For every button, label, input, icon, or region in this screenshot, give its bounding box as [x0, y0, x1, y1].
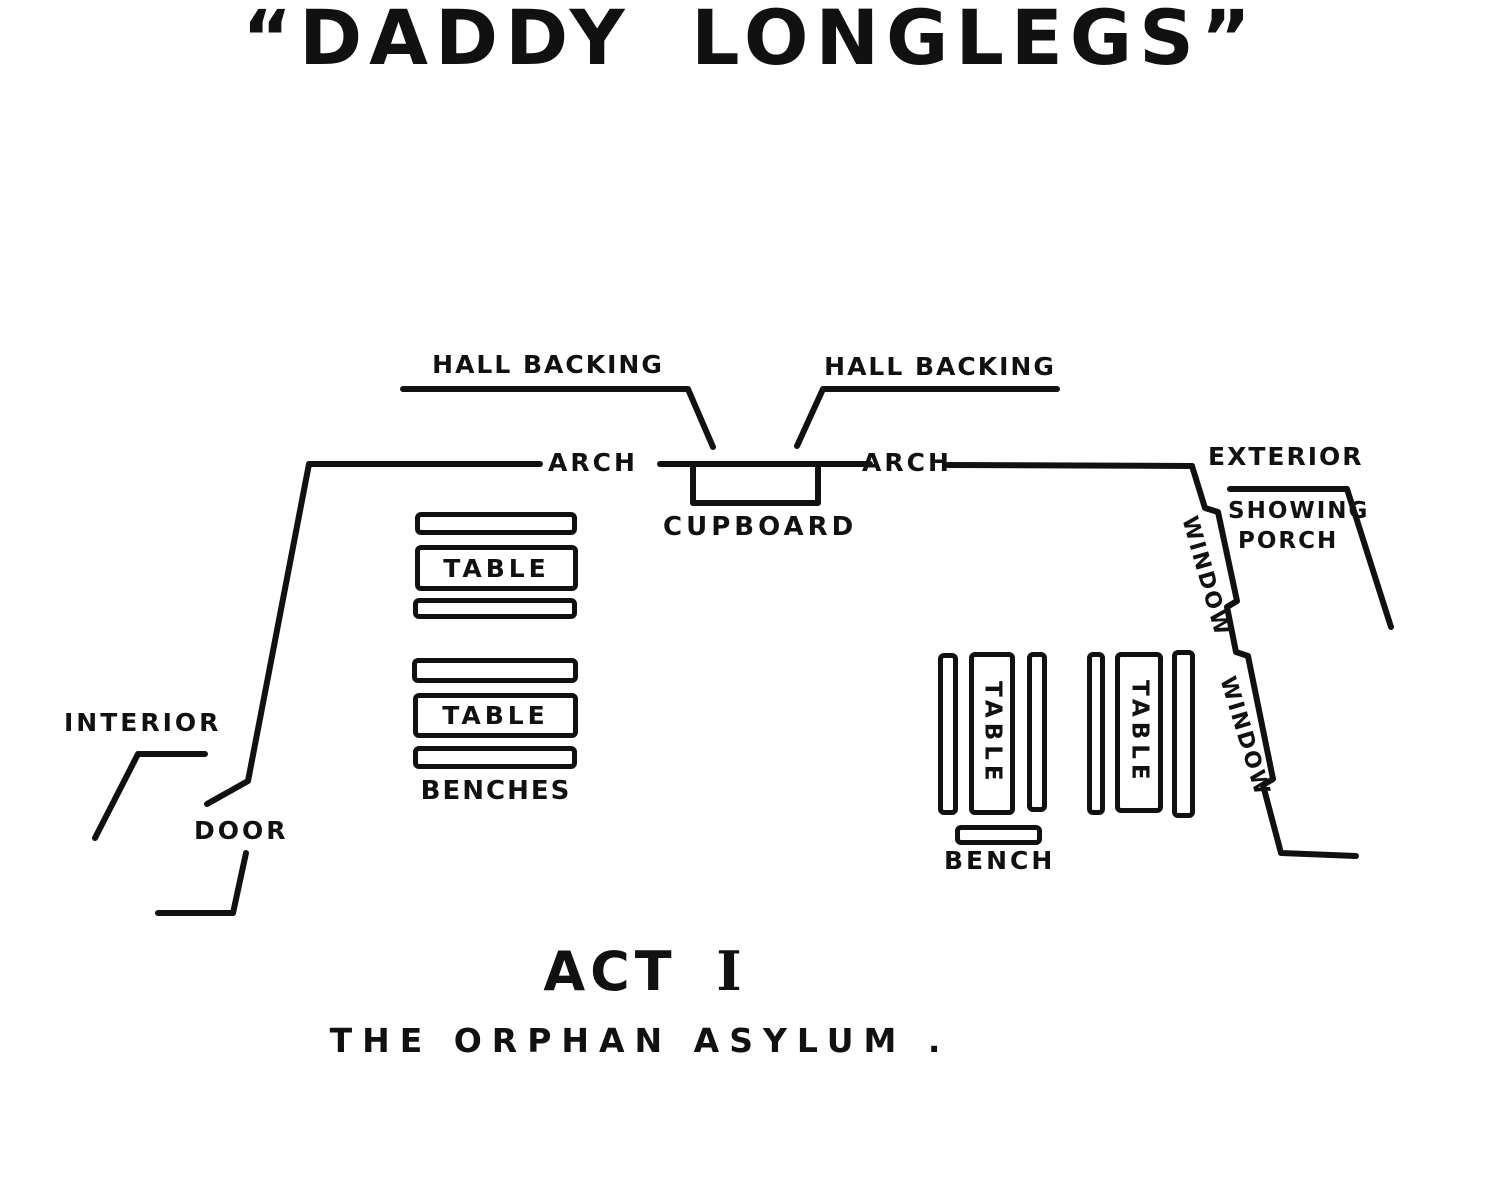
table-label: TABLE	[442, 701, 549, 730]
act-heading: ACT I	[0, 944, 1290, 999]
porch-line	[1227, 486, 1394, 630]
arch-right-label: ARCH	[862, 448, 952, 477]
right-wall-line	[1189, 463, 1359, 859]
bench-rect-right-2	[1027, 652, 1047, 812]
hall-backing-left-line	[400, 386, 716, 450]
table-label: TABLE	[1126, 680, 1153, 785]
table-rect-left-1: TABLE	[415, 545, 578, 591]
table-label: TABLE	[443, 553, 550, 583]
door-line	[155, 850, 249, 916]
door-label: DOOR	[194, 816, 289, 845]
bench-rect-left-3	[412, 658, 578, 683]
interior-pointer-line	[92, 751, 208, 841]
table-rect-left-2: TABLE	[413, 693, 578, 738]
showing-porch-line1: SHOWING	[1228, 498, 1370, 524]
interior-label: INTERIOR	[64, 708, 222, 737]
hall-backing-right-line	[794, 386, 1060, 449]
bench-rect-left-4	[413, 746, 577, 769]
page-title: “DADDY LONGLEGS”	[242, 0, 1258, 82]
bench-rect-left-1	[415, 512, 577, 535]
exterior-label: EXTERIOR	[1208, 442, 1364, 471]
bench-label: BENCH	[944, 846, 1056, 875]
hall-backing-left-label: HALL BACKING	[432, 350, 664, 379]
showing-porch-line2: PORCH	[1238, 527, 1339, 554]
table-rect-right-2: TABLE	[1115, 652, 1163, 813]
bench-rect-left-2	[413, 598, 577, 619]
arch-left-label: ARCH	[548, 448, 638, 477]
hall-backing-right-label: HALL BACKING	[824, 352, 1056, 381]
left-wall-line	[204, 461, 312, 807]
benches-label: BENCHES	[420, 776, 572, 806]
bench-rect-right-1	[938, 653, 958, 815]
act-numeral: I	[716, 939, 747, 1003]
bench-rect-right-3	[1087, 652, 1105, 815]
arch-line-right	[945, 462, 1195, 469]
bench-rect-right-horizontal	[955, 825, 1042, 845]
table-rect-right-1: TABLE	[969, 652, 1015, 815]
bench-rect-right-4	[1172, 650, 1195, 818]
cupboard-outline	[690, 463, 821, 506]
cupboard-label: CUPBOARD	[663, 512, 858, 542]
showing-porch-label: SHOWING PORCH	[1228, 497, 1368, 557]
act-word: ACT	[543, 940, 677, 1003]
table-label: TABLE	[979, 681, 1006, 786]
scene-title: THE ORPHAN ASYLUM .	[329, 1021, 951, 1060]
